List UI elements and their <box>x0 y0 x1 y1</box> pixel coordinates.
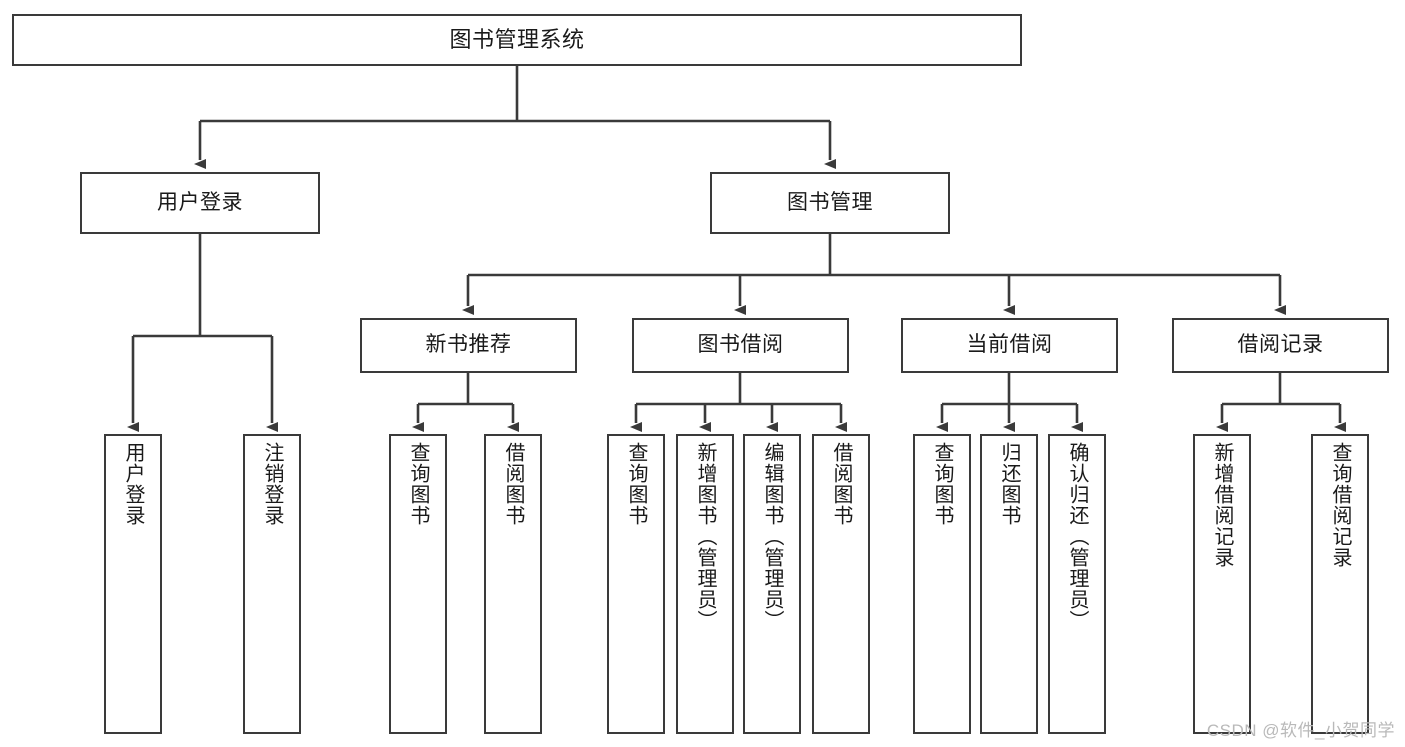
node-book-management[interactable]: 图书管理 <box>710 172 950 234</box>
node-user-login[interactable]: 用户登录 <box>80 172 320 234</box>
node-label: 查询图书 <box>931 442 953 526</box>
leaf-user-login-logout[interactable]: 注销登录 <box>243 434 301 734</box>
node-book-borrow[interactable]: 图书借阅 <box>632 318 849 373</box>
node-borrow-record[interactable]: 借阅记录 <box>1172 318 1389 373</box>
node-label: 归还图书 <box>998 442 1020 526</box>
node-label: 借阅图书 <box>830 442 852 526</box>
leaf-borrow-add-book-admin[interactable]: 新增图书（管理员） <box>676 434 734 734</box>
leaf-recommend-borrow-book[interactable]: 借阅图书 <box>484 434 542 734</box>
node-label: 注销登录 <box>261 442 283 526</box>
node-label: 新书推荐 <box>425 333 512 357</box>
node-label: 图书借阅 <box>697 333 784 357</box>
node-label: 当前借阅 <box>966 333 1053 357</box>
node-label: 图书管理 <box>787 190 873 214</box>
node-current-borrow[interactable]: 当前借阅 <box>901 318 1118 373</box>
node-label: 用户登录 <box>157 190 243 214</box>
leaf-record-add-record[interactable]: 新增借阅记录 <box>1193 434 1251 734</box>
leaf-current-return-book[interactable]: 归还图书 <box>980 434 1038 734</box>
node-label: 查询图书 <box>625 442 647 526</box>
node-label: 确认归还（管理员） <box>1066 442 1088 631</box>
node-label: 新增图书（管理员） <box>694 442 716 631</box>
node-label: 用户登录 <box>122 442 144 526</box>
node-label: 图书管理系统 <box>449 27 585 53</box>
node-root-system[interactable]: 图书管理系统 <box>12 14 1022 66</box>
leaf-user-login-login[interactable]: 用户登录 <box>104 434 162 734</box>
leaf-borrow-borrow-book[interactable]: 借阅图书 <box>812 434 870 734</box>
node-label: 查询图书 <box>407 442 429 526</box>
node-label: 编辑图书（管理员） <box>761 442 783 631</box>
leaf-record-query-record[interactable]: 查询借阅记录 <box>1311 434 1369 734</box>
leaf-current-confirm-return-admin[interactable]: 确认归还（管理员） <box>1048 434 1106 734</box>
node-label: 借阅图书 <box>502 442 524 526</box>
node-label: 新增借阅记录 <box>1211 442 1233 568</box>
node-label: 查询借阅记录 <box>1329 442 1351 568</box>
leaf-borrow-edit-book-admin[interactable]: 编辑图书（管理员） <box>743 434 801 734</box>
leaf-recommend-query-book[interactable]: 查询图书 <box>389 434 447 734</box>
csdn-watermark: CSDN @软件_小贺同学 <box>1206 721 1395 740</box>
leaf-current-query-book[interactable]: 查询图书 <box>913 434 971 734</box>
leaf-borrow-query-book[interactable]: 查询图书 <box>607 434 665 734</box>
node-label: 借阅记录 <box>1237 333 1324 357</box>
node-new-book-recommend[interactable]: 新书推荐 <box>360 318 577 373</box>
